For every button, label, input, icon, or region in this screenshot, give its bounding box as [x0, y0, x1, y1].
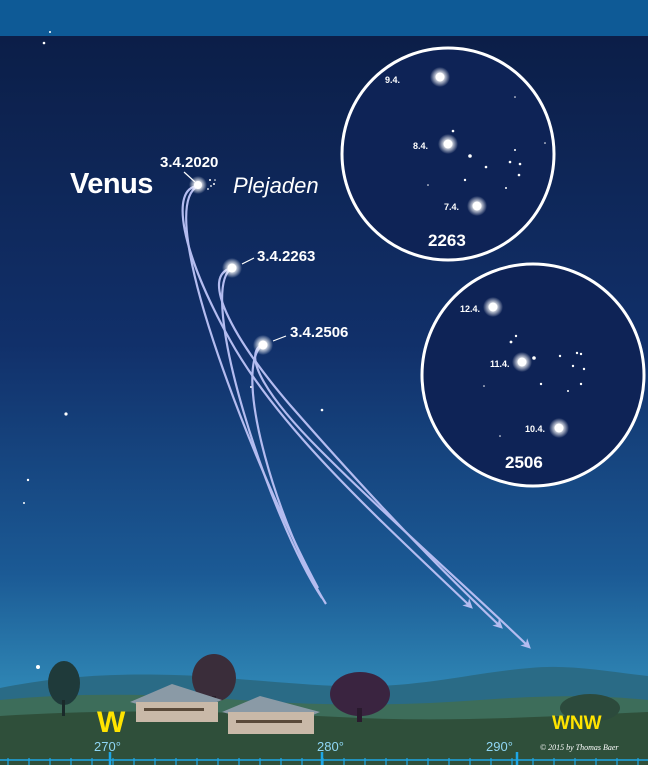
tree-left	[48, 661, 80, 705]
planet-label: Venus	[70, 168, 153, 200]
venus-marker-2263	[222, 258, 242, 278]
pleiades-cluster	[207, 179, 216, 190]
path-2263	[217, 266, 503, 629]
motion-paths	[181, 184, 531, 649]
azimuth-label-270: 270°	[94, 739, 121, 754]
inset-2263-date-2: 8.4.	[413, 141, 428, 151]
tree-center	[192, 654, 236, 702]
azimuth-label-290: 290°	[486, 739, 513, 754]
landscape	[0, 654, 648, 765]
date-label-2263: 3.4.2263	[257, 248, 315, 265]
azimuth-scale: 270° 280° 290°	[0, 739, 648, 765]
compass-west: W	[97, 706, 126, 739]
path-2020	[181, 184, 473, 609]
tree-right	[330, 672, 390, 716]
path-2263-loop	[221, 267, 323, 599]
farmhouse-2	[222, 696, 320, 734]
azimuth-label-280: 280°	[317, 739, 344, 754]
farmhouse-1	[130, 684, 222, 722]
inset-2506-year: 2506	[505, 453, 543, 472]
path-2506	[254, 343, 531, 649]
date-label-2020: 3.4.2020	[160, 154, 218, 171]
inset-2263-date-3: 7.4.	[444, 202, 459, 212]
inset-2506: 12.4. 11.4. 10.4. 2506	[420, 262, 646, 488]
top-band	[0, 0, 648, 36]
bush-right	[560, 694, 620, 722]
inset-2506-date-1: 12.4.	[460, 304, 480, 314]
cluster-label: Plejaden	[233, 173, 319, 198]
inset-2263: 9.4. 8.4. 7.4. 2263	[340, 46, 556, 262]
date-label-2506: 3.4.2506	[290, 324, 348, 341]
inset-2263-year: 2263	[428, 231, 466, 250]
inset-2506-date-2: 11.4.	[490, 359, 510, 369]
inset-2263-date-1: 9.4.	[385, 75, 400, 85]
compass-wnw: WNW	[552, 713, 602, 734]
leader-lines	[183, 171, 287, 342]
venus-marker-2506	[253, 335, 273, 355]
inset-2506-date-3: 10.4.	[525, 424, 545, 434]
path-2506-loop	[251, 343, 327, 605]
foreground	[0, 711, 648, 765]
copyright: © 2015 by Thomas Baer	[540, 743, 619, 752]
